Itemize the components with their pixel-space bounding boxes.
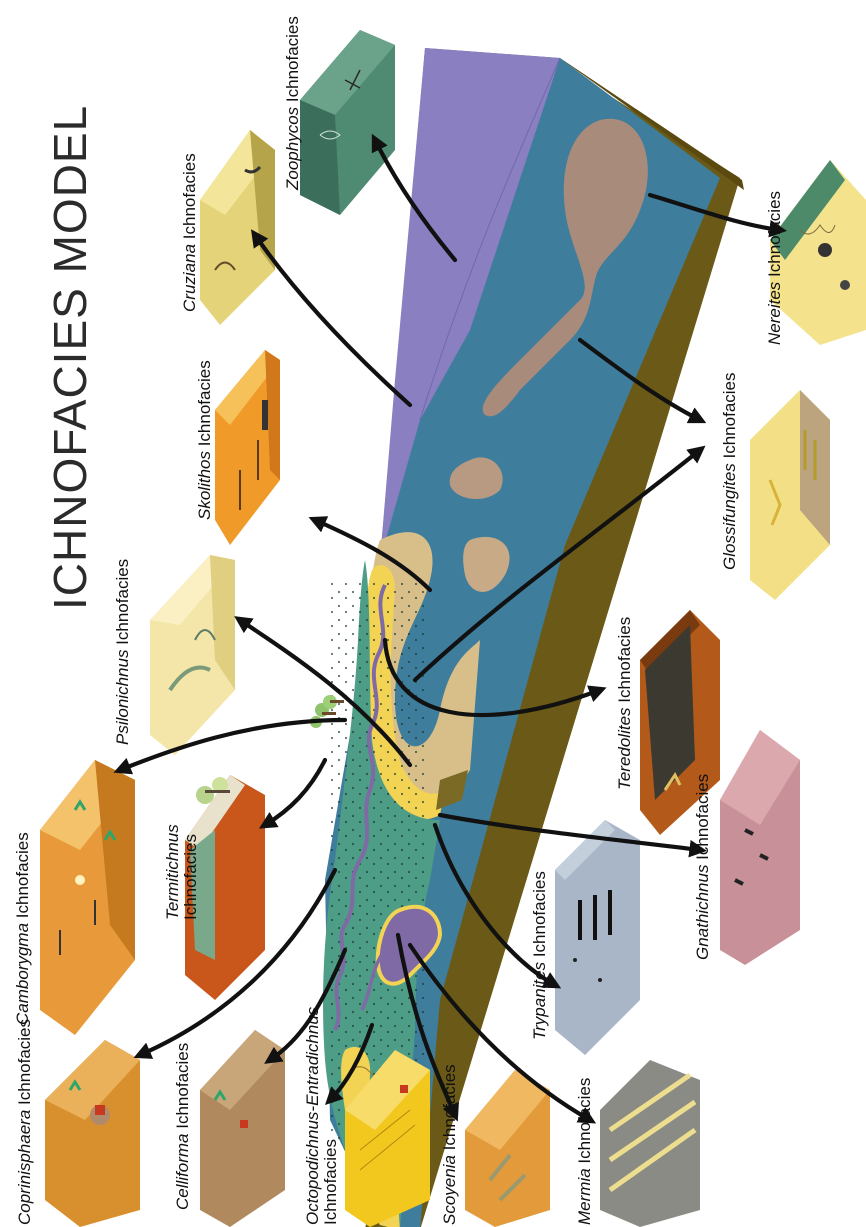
label-termitichnus: TermitichnusIchnofacies (163, 824, 200, 920)
coprinisphaera-block (45, 1040, 140, 1227)
label-gnathichnus: Gnathichnus Ichnofacies (693, 774, 712, 960)
skolithos-block (215, 350, 280, 545)
label-coprinisphaera: Coprinisphaera Ichnofacies (15, 1019, 34, 1225)
mermia-block (600, 1060, 700, 1227)
label-zoophycos: Zoophycos Ichnofacies (283, 16, 302, 191)
diagram-title: ICHNOFACIES MODEL (44, 105, 96, 610)
label-trypanites: Trypanites Ichnofacies (530, 871, 549, 1040)
label-teredolites: Teredolites Ichnofacies (615, 617, 634, 790)
scoyenia-block (465, 1070, 550, 1227)
label-psilonichnus: Psilonichnus Ichnofacies (113, 559, 132, 745)
psilonichnus-block (150, 555, 235, 755)
label-nereites: Nereites Ichnofacies (765, 191, 784, 345)
gnathichnus-block (720, 730, 800, 965)
label-mermia: Mermia Ichnofacies (575, 1078, 594, 1225)
label-celliforma: Celliforma Ichnofacies (173, 1043, 192, 1210)
label-scoyenia: Scoyenia Ichnofacies (440, 1064, 459, 1225)
label-skolithos: Skolithos Ichnofacies (195, 360, 214, 520)
camborygma-block (40, 760, 135, 1035)
arrow-termitichnus (265, 760, 325, 825)
cruziana-block (200, 130, 275, 325)
nereites-block (770, 160, 866, 345)
label-glossifungites: Glossifungites Ichnofacies (720, 372, 739, 570)
trypanites-block (555, 820, 640, 1055)
label-cruziana: Cruziana Ichnofacies (180, 153, 199, 312)
glossifungites-block (750, 390, 830, 600)
label-camborygma: Camborygma Ichnofacies (13, 832, 32, 1025)
zoophycos-block (300, 30, 395, 215)
